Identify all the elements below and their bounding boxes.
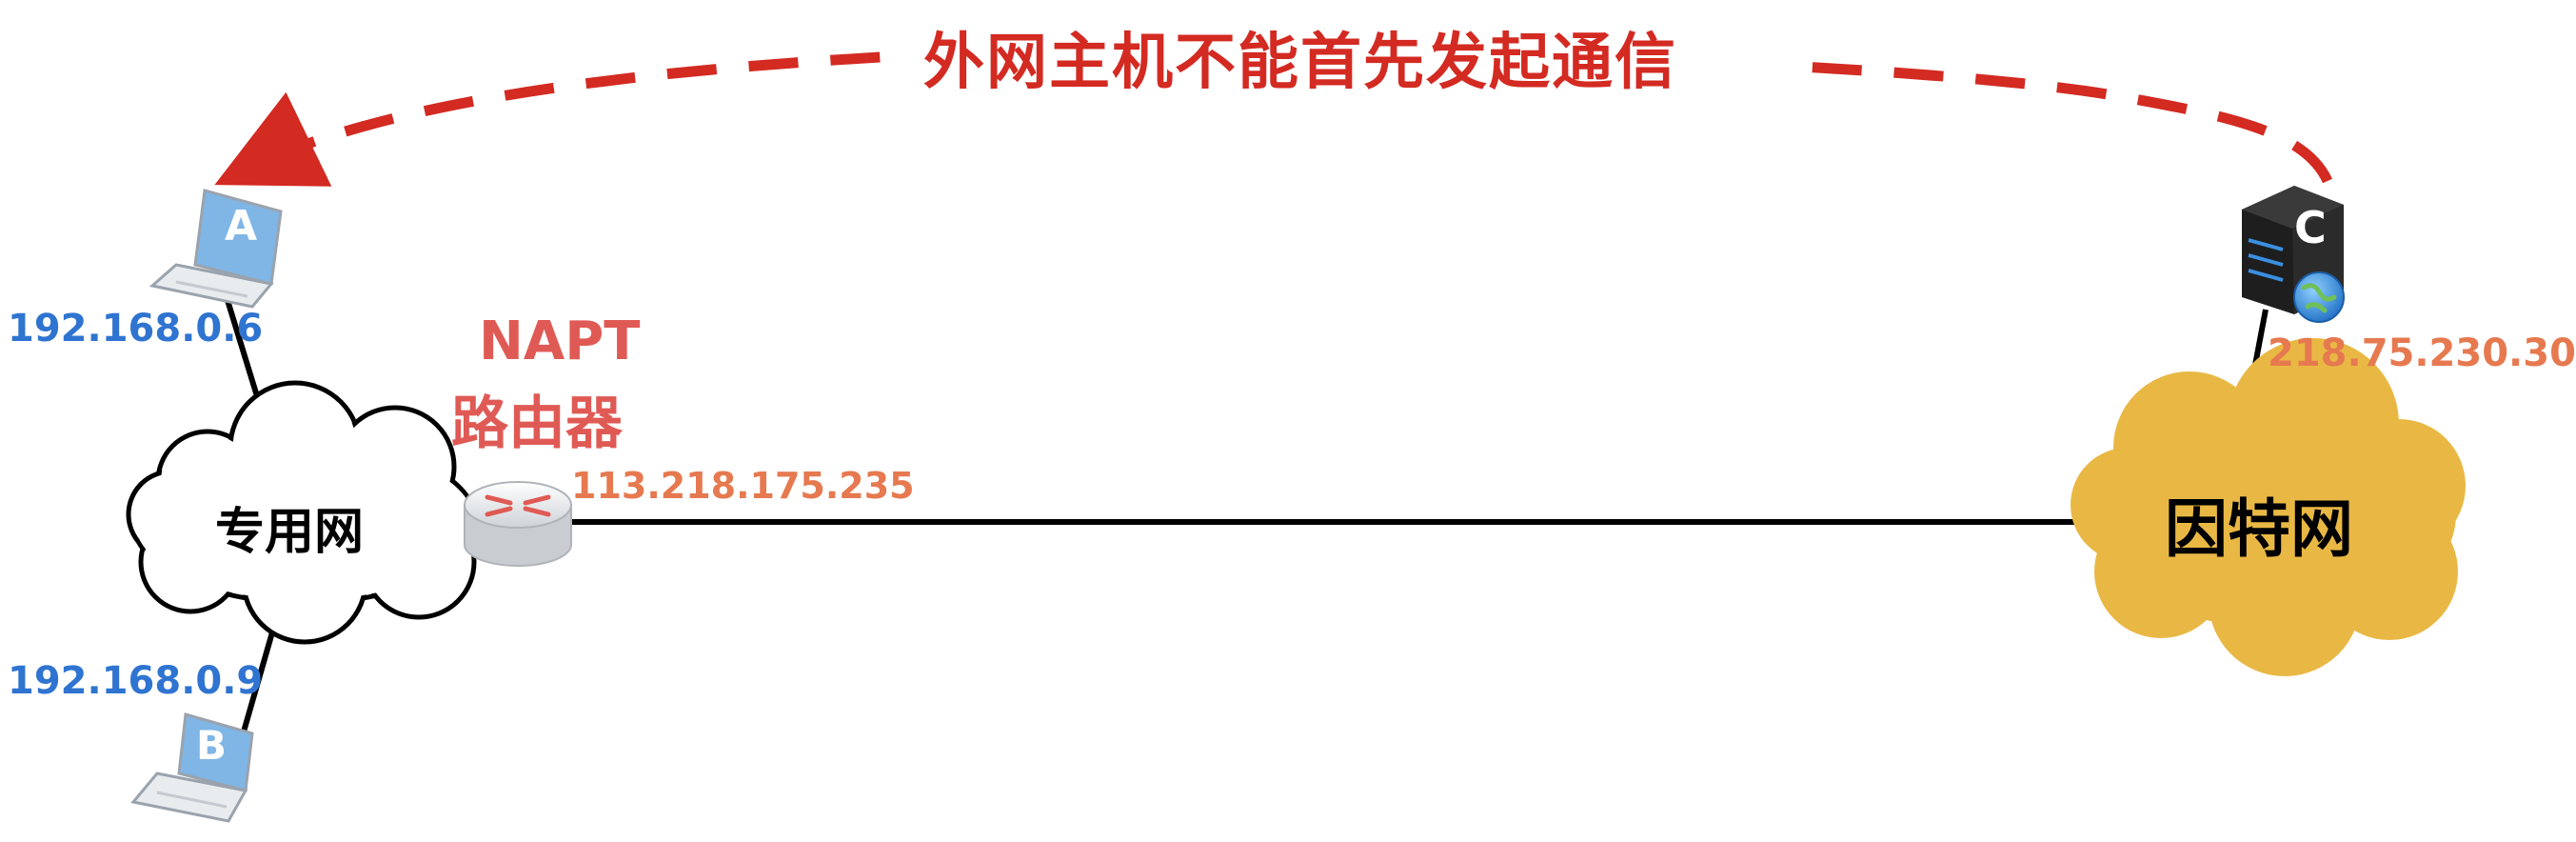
diagram-title: 外网主机不能首先发起通信 xyxy=(923,28,1677,98)
host-b-letter: B xyxy=(196,722,228,769)
router-public-ip: 113.218.175.235 xyxy=(571,465,915,507)
host-a-letter: A xyxy=(225,202,258,251)
host-b-ip: 192.168.0.9 xyxy=(8,659,264,703)
laptop-b-icon xyxy=(130,712,254,823)
internet-cloud xyxy=(2071,338,2466,676)
host-a-ip: 192.168.0.6 xyxy=(8,307,264,351)
router-label-line1: NAPT xyxy=(479,311,641,372)
host-c-ip: 218.75.230.30 xyxy=(2268,331,2576,375)
private-network-cloud xyxy=(126,380,479,645)
internet-label: 因特网 xyxy=(2165,492,2353,566)
router-icon xyxy=(464,481,572,567)
link-private-b xyxy=(237,618,279,746)
title-backdrop xyxy=(881,10,1794,105)
laptop-a-icon xyxy=(149,189,283,309)
host-c-letter: C xyxy=(2294,202,2327,253)
server-c-icon xyxy=(2242,186,2345,323)
private-network-label: 专用网 xyxy=(215,504,365,561)
router-label-line2: 路由器 xyxy=(451,391,623,457)
